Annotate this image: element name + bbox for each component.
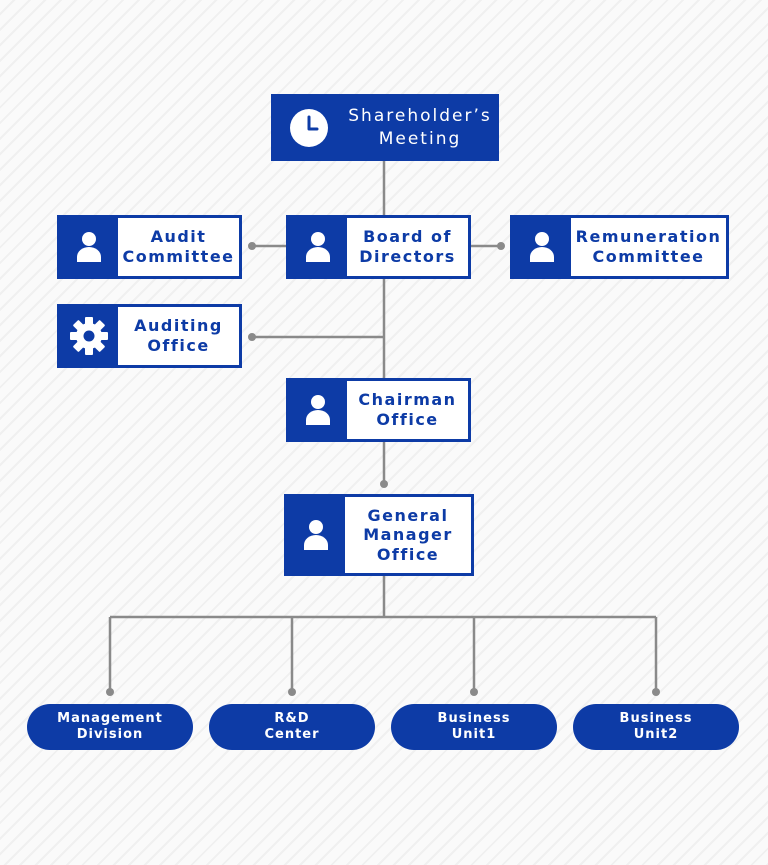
clock-icon — [274, 107, 344, 148]
chairman-office-label: Chairman Office — [358, 390, 457, 429]
remuneration-committee-label: Remuneration Committee — [575, 227, 722, 266]
connector-dot — [470, 688, 478, 696]
connector-dot — [248, 242, 256, 250]
person-icon — [287, 497, 345, 573]
person-icon — [289, 218, 347, 276]
rd-center-node: R&D Center — [209, 704, 375, 750]
auditing-office-label: Auditing Office — [134, 316, 223, 355]
general-manager-office-label: General Manager Office — [363, 505, 453, 564]
connector-dot — [288, 688, 296, 696]
board-of-directors-box: Board of Directors — [286, 215, 471, 279]
business-unit2-node: Business Unit2 — [573, 704, 739, 750]
person-icon — [513, 218, 571, 276]
shareholders-meeting-label: Shareholder’s Meeting — [348, 106, 492, 149]
general-manager-office-box: General Manager Office — [284, 494, 474, 576]
board-of-directors-label: Board of Directors — [359, 227, 456, 266]
business-unit1-node: Business Unit1 — [391, 704, 557, 750]
chairman-office-box: Chairman Office — [286, 378, 471, 442]
connector-dot — [652, 688, 660, 696]
connector-dot — [248, 333, 256, 341]
gear-icon — [60, 307, 118, 365]
person-icon — [60, 218, 118, 276]
connector-dot — [380, 480, 388, 488]
audit-committee-label: Audit Committee — [122, 227, 235, 266]
shareholders-meeting-box: Shareholder’s Meeting — [271, 94, 499, 161]
audit-committee-box: Audit Committee — [57, 215, 242, 279]
management-division-node: Management Division — [27, 704, 193, 750]
connector-dot — [497, 242, 505, 250]
auditing-office-box: Auditing Office — [57, 304, 242, 368]
connector-dot — [106, 688, 114, 696]
remuneration-committee-box: Remuneration Committee — [510, 215, 729, 279]
person-icon — [289, 381, 347, 439]
